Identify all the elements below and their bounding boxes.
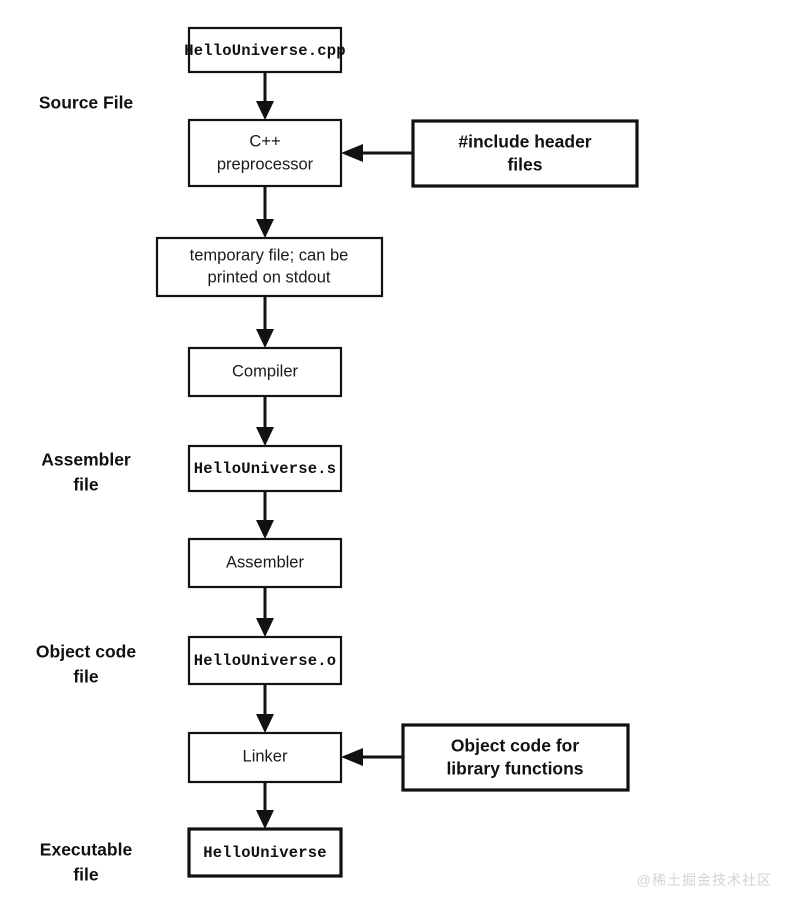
stage-label-object-code-file-line1: Object code <box>36 642 136 662</box>
stage-label-assembler-file-line1: Assembler <box>41 450 131 470</box>
stage-label-assembler-file-line2: file <box>73 475 99 495</box>
arrow-head-assembler-to-objfile <box>256 618 274 637</box>
node-hello-universe-o-box <box>187 635 343 686</box>
node-hello-universe-cpp-box <box>187 26 343 74</box>
node-include-header-files-label-line2: files <box>507 155 542 175</box>
node-hello-universe-s-box <box>187 444 343 493</box>
node-compiler-box <box>187 346 343 398</box>
arrow-head-include-to-preprocessor <box>341 144 363 162</box>
stage-label-source-file: Source File <box>39 93 134 113</box>
node-assembler-label: Assembler <box>226 553 304 571</box>
node-hello-universe-label: HelloUniverse <box>203 844 327 862</box>
node-cpp-preprocessor-label-line1: C++ <box>249 132 280 150</box>
node-hello-universe-o: HelloUniverse.o <box>187 635 343 686</box>
node-hello-universe-o-label: HelloUniverse.o <box>194 652 337 670</box>
node-compiler-label: Compiler <box>232 362 299 380</box>
stage-label-object-code-file-line2: file <box>73 667 99 687</box>
node-temporary-file: temporary file; can be printed on stdout <box>155 236 384 298</box>
arrow-head-compiler-to-asmfile <box>256 427 274 446</box>
node-hello-universe-cpp: HelloUniverse.cpp <box>184 26 346 74</box>
node-hello-universe-s: HelloUniverse.s <box>187 444 343 493</box>
node-cpp-preprocessor-label-line2: preprocessor <box>217 155 314 173</box>
arrow-head-cpp-to-preprocessor <box>256 101 274 120</box>
arrow-head-linker-to-executable <box>256 810 274 829</box>
arrow-head-objfile-to-linker <box>256 714 274 733</box>
node-temporary-file-label-line1: temporary file; can be <box>190 246 349 264</box>
arrow-head-asmfile-to-assembler <box>256 520 274 539</box>
node-object-code-library: Object code for library functions <box>401 723 630 792</box>
node-temporary-file-box <box>155 236 384 298</box>
stage-label-executable-file-line1: Executable <box>40 840 133 860</box>
node-linker-label: Linker <box>243 747 288 765</box>
node-linker-box <box>187 731 343 784</box>
flow-connectors <box>256 72 413 829</box>
node-hello-universe-box <box>187 827 343 878</box>
node-linker: Linker <box>187 731 343 784</box>
node-temporary-file-label-line2: printed on stdout <box>208 268 331 286</box>
stage-label-executable-file-line2: file <box>73 865 99 885</box>
node-assembler: Assembler <box>187 537 343 589</box>
stage-labels: Source File Assembler file Object code f… <box>36 93 136 885</box>
node-object-code-library-box <box>401 723 630 792</box>
node-object-code-library-label-line2: library functions <box>446 759 583 779</box>
node-compiler: Compiler <box>187 346 343 398</box>
arrow-head-library-to-linker <box>341 748 363 766</box>
node-assembler-box <box>187 537 343 589</box>
node-include-header-files-box <box>411 119 639 188</box>
node-hello-universe: HelloUniverse <box>187 827 343 878</box>
node-cpp-preprocessor: C++ preprocessor <box>187 118 343 188</box>
node-object-code-library-label-line1: Object code for <box>451 736 580 756</box>
node-hello-universe-s-label: HelloUniverse.s <box>194 460 337 478</box>
node-cpp-preprocessor-box <box>187 118 343 188</box>
node-hello-universe-cpp-label: HelloUniverse.cpp <box>184 42 346 60</box>
watermark: @稀土掘金技术社区 <box>636 872 772 888</box>
node-include-header-files-label-line1: #include header <box>458 132 591 152</box>
node-include-header-files: #include header files <box>411 119 639 188</box>
arrow-head-temp-to-compiler <box>256 329 274 348</box>
arrow-head-preprocessor-to-temp <box>256 219 274 238</box>
